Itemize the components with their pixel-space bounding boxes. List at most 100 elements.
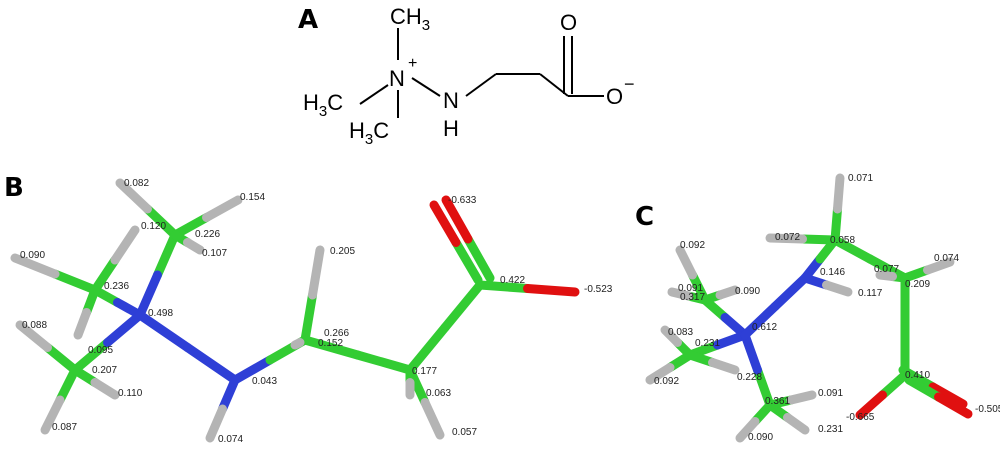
bond-c-3 [740, 302, 780, 340]
charge-label-c: 0.090 [735, 286, 760, 297]
charge-label-b: 0.074 [218, 434, 243, 445]
label-o-right: O [606, 84, 623, 109]
bond-b-5 [300, 335, 362, 360]
charge-label-b: 0.177 [412, 366, 437, 377]
bond-c-h-3 [645, 363, 675, 385]
bond-b-co-single [523, 284, 580, 297]
charge-label-b: 0.152 [318, 338, 343, 349]
bond-c-h-0 [675, 245, 697, 280]
panel-b-letter: B [4, 173, 24, 203]
charge-label-b: 0.120 [141, 221, 166, 232]
bond-b-h-3 [115, 178, 152, 214]
charge-label-c: 0.209 [905, 279, 930, 290]
label-plus-charge: + [408, 55, 417, 72]
bond-b-h-4 [170, 213, 211, 240]
charge-label-b: -0.523 [584, 284, 613, 295]
bond-b-h-11 [205, 404, 227, 443]
bond-b-6 [440, 280, 485, 332]
bond-c-h-10 [765, 233, 807, 244]
panel-c-letter: C [635, 202, 654, 232]
charge-label-c: 0.090 [748, 432, 773, 443]
bond-b-co-double-2 [463, 234, 495, 283]
label-n-plus: N [389, 66, 405, 91]
bond-b-h-1 [110, 225, 140, 265]
bond-c-h-13 [923, 257, 955, 275]
bond-c-5 [830, 235, 875, 264]
bond-c-co-double-1 [928, 382, 968, 409]
charge-label-b: 0.154 [240, 192, 265, 203]
bond-b-h-9 [300, 290, 317, 345]
bond-b-h-10 [290, 338, 305, 350]
bond-c-h-7 [783, 413, 810, 435]
bond-c-h-4 [660, 325, 682, 347]
charge-label-b: 0.090 [20, 250, 45, 261]
panel-a: A CH3 N + H3C H3C N H O O − [298, 4, 635, 148]
bond-b-3 [135, 310, 192, 352]
bond-c-h-10 [798, 234, 840, 245]
bond-b-h-6 [15, 320, 52, 352]
charge-label-c: 0.146 [820, 267, 845, 278]
bond-n-n [411, 77, 441, 97]
bond-nh-ch2 [465, 73, 497, 97]
bond-c-h-11 [822, 280, 853, 297]
bond-b-3 [183, 343, 240, 385]
bond-b-h-7 [40, 395, 65, 435]
charge-label-c: -0.665 [846, 412, 875, 423]
bond-b-h-1 [90, 255, 120, 295]
bond-b-h-11 [218, 375, 240, 414]
bond-b-1 [153, 230, 180, 280]
bond-c-co-single [878, 370, 910, 400]
label-nh-n: N [443, 88, 459, 113]
charge-label-c: 0.072 [775, 232, 800, 243]
charge-label-c: 0.092 [680, 240, 705, 251]
bond-b-co-double-1 [451, 238, 483, 285]
bond-b-1 [135, 270, 162, 320]
structural-formula [359, 28, 604, 118]
charge-label-b: 0.082 [124, 178, 149, 189]
charge-label-b: 0.043 [252, 376, 277, 387]
bond-c-co-double-2 [934, 392, 973, 419]
bond-c-h-9 [833, 173, 845, 214]
charge-label-b: 0.422 [500, 275, 525, 286]
charge-label-c: 0.612 [752, 322, 777, 333]
bond-c-2 [753, 365, 775, 410]
charge-label-b: 0.088 [22, 320, 47, 331]
bond-c-h-6 [735, 417, 760, 443]
charge-label-b: 0.266 [324, 328, 349, 339]
charge-label-c: 0.228 [737, 372, 762, 383]
charge-label-b: 0.110 [118, 388, 143, 399]
charge-label-c: 0.091 [678, 283, 703, 294]
bond-b-5 [353, 350, 415, 375]
bond-b-h-4 [202, 195, 243, 222]
label-h3c-bottom: H3C [349, 118, 389, 148]
label-o-top: O [560, 10, 577, 35]
charge-label-b: 0.205 [330, 246, 355, 257]
bond-c-h-1 [667, 287, 693, 301]
charge-label-b: 0.095 [88, 345, 113, 356]
bond-c-co-double-2 [904, 375, 943, 402]
charge-label-b: 0.057 [452, 427, 477, 438]
charge-label-c: 0.231 [695, 338, 720, 349]
charge-label-b: 0.236 [104, 281, 129, 292]
bond-b-h-0 [10, 253, 60, 279]
bond-b-6 [405, 323, 450, 375]
bond-b-2 [70, 338, 112, 375]
charge-label-b: 0.063 [426, 388, 451, 399]
label-h3c-left: H3C [303, 90, 343, 120]
charge-label-c: 0.071 [848, 173, 873, 184]
molecule-model-b: 0.0820.1540.1200.2260.1070.0900.2360.498… [10, 178, 613, 445]
bond-b-co-double-1 [429, 200, 461, 247]
bond-c-1 [713, 330, 750, 350]
bond-c-h-5 [708, 358, 740, 375]
charge-label-c: 0.091 [818, 388, 843, 399]
charge-label-b: 0.207 [92, 365, 117, 376]
bond-b-co-double-2 [441, 195, 473, 244]
charge-label-c: 0.058 [830, 235, 855, 246]
charge-label-b: 0.498 [148, 308, 173, 319]
charge-label-b: 0.107 [202, 248, 227, 259]
bond-b-h-0 [50, 269, 100, 295]
bond-b-h-5 [183, 238, 205, 255]
